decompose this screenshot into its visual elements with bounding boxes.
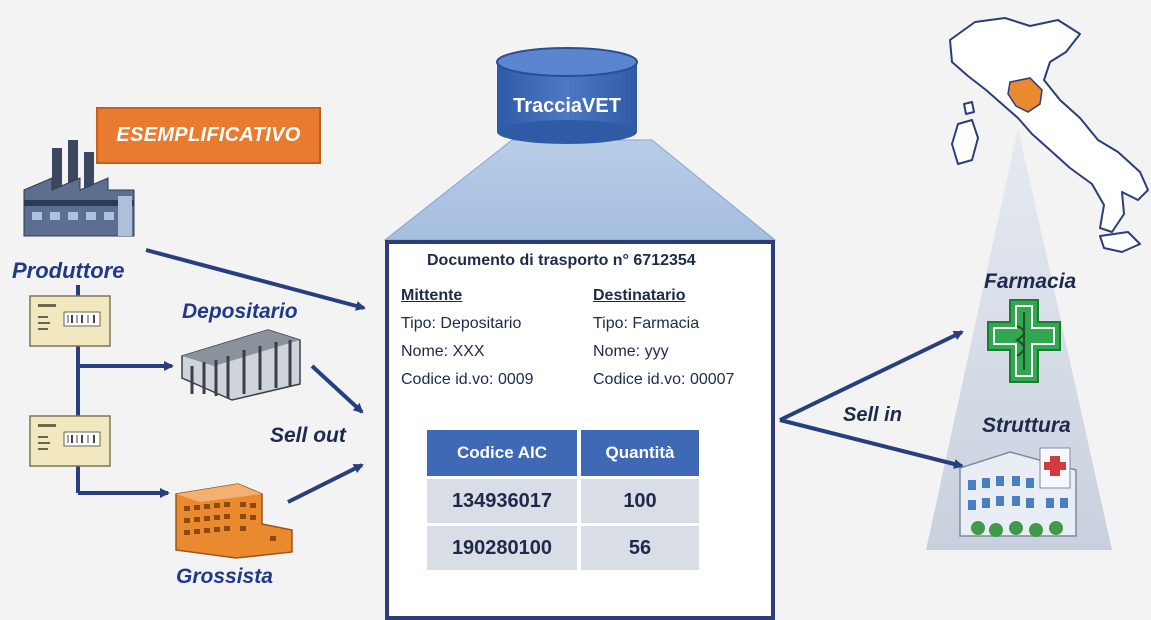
arrow-produttore-to-doc [145,248,366,311]
recipient-heading: Destinatario [593,287,686,304]
transport-doc-icon [29,415,111,467]
arrow-grossista-to-doc [287,463,364,504]
farmacia-label: Farmacia [984,270,1077,293]
table-row: 134936017 100 [427,479,699,523]
transport-doc-icon [29,295,111,347]
table-cell-aic: 134936017 [427,479,577,523]
aic-table: Codice AIC Quantità 134936017 100 190280… [427,427,699,573]
sender-name: Nome: XXX [401,343,485,360]
warehouse-building-icon [181,329,301,401]
struttura-label: Struttura [982,414,1071,437]
arrow-depositario-to-doc [310,364,364,414]
table-row: 190280100 56 [427,526,699,570]
sell-in-label: Sell in [843,404,902,426]
recipient-name: Nome: yyy [593,343,669,360]
header-codice-aic: Codice AIC [427,430,577,476]
center-cone [383,139,777,241]
sender-block: Mittente Tipo: Depositario Nome: XXX Cod… [401,282,534,394]
sender-code: Codice id.vo: 0009 [401,371,534,388]
flow-arrows [145,248,964,504]
sell-out-label: Sell out [270,424,346,447]
table-header-row: Codice AIC Quantità [427,430,699,476]
sender-heading: Mittente [401,287,463,304]
recipient-type: Tipo: Farmacia [593,315,700,332]
pharmacy-cross-icon [987,299,1061,383]
arrow-doc-to-farmacia [779,330,964,422]
wholesaler-building-icon [175,483,293,559]
tuscany-region-icon [1007,77,1043,113]
table-cell-qty: 100 [577,479,699,523]
document-title: Documento di trasporto n° 6712354 [427,252,696,269]
transport-document: Documento di trasporto n° 6712354 Mitten… [385,240,775,620]
factory-icon [23,140,135,237]
database-icon [496,47,638,144]
depositario-label: Depositario [182,300,298,323]
produttore-label: Produttore [12,258,125,283]
arrow-doc-to-struttura [779,418,964,469]
sender-type: Tipo: Depositario [401,315,522,332]
italy-map-icon [949,17,1149,253]
recipient-block: Destinatario Tipo: Farmacia Nome: yyy Co… [593,282,734,394]
hospital-building-icon [959,447,1077,537]
database-label: TracciaVET [513,95,621,117]
recipient-code: Codice id.vo: 00007 [593,371,735,388]
header-quantita: Quantità [577,430,699,476]
grossista-label: Grossista [176,565,273,588]
example-stamp: ESEMPLIFICATIVO [96,107,321,164]
table-cell-qty: 56 [577,526,699,570]
table-cell-aic: 190280100 [427,526,577,570]
